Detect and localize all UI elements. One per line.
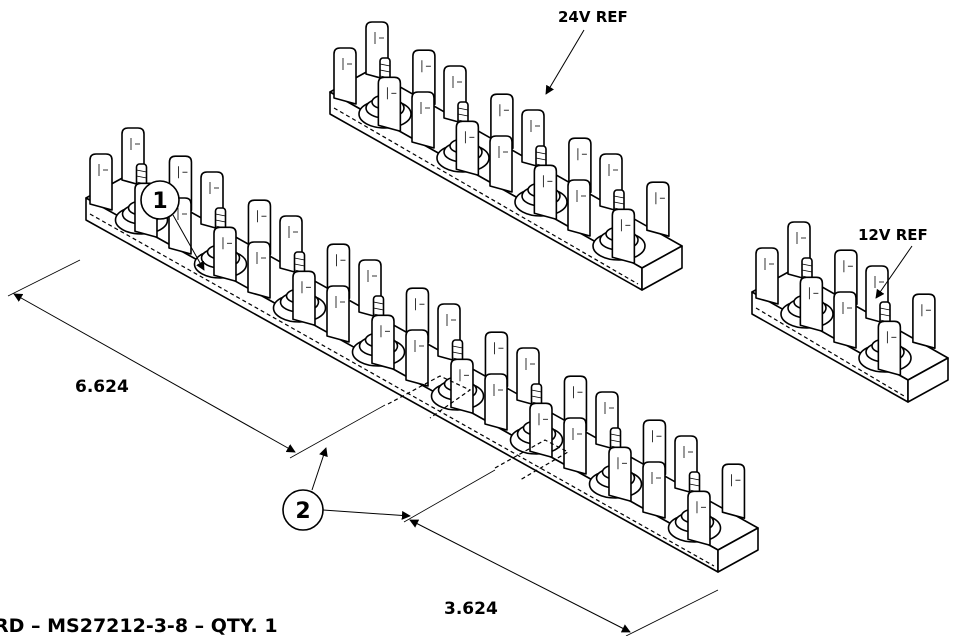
- dimension-short-label: 3.624: [444, 599, 498, 619]
- dimension-long-label: 6.624: [75, 377, 129, 397]
- item-balloon-1: 1: [140, 180, 205, 271]
- ref-24v-label: 24V REF: [558, 8, 628, 26]
- 24v-terminal-strip: [329, 21, 683, 291]
- dimension-short: [403, 469, 719, 636]
- 12v-terminal-strip: [751, 221, 949, 403]
- item-balloon-1-label: 1: [152, 189, 167, 214]
- part-number-note: RD – MS27212-3-8 – QTY. 1: [0, 615, 278, 636]
- ref-12v-label: 12V REF: [858, 226, 928, 244]
- item-balloon-2: 2: [282, 447, 411, 531]
- cut-lines: [387, 375, 570, 481]
- item-balloon-2-label: 2: [295, 499, 310, 524]
- dimension-long: [7, 259, 386, 459]
